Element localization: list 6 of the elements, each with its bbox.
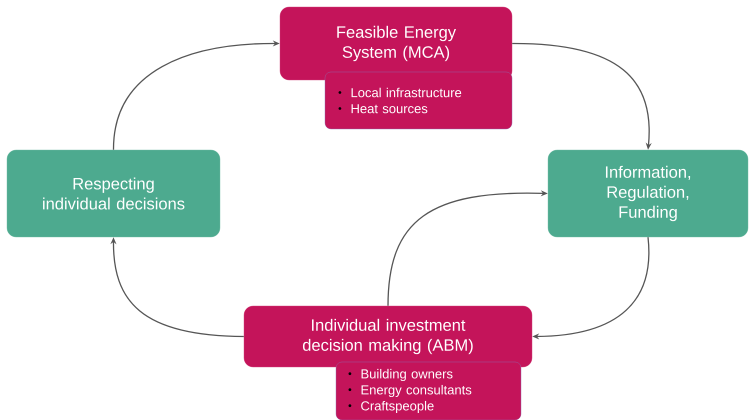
- bullet-list-box: Building owners Energy consultants Craftspeople: [336, 362, 522, 420]
- process-box: Information, Regulation, Funding: [548, 150, 748, 238]
- process-box: Individual investment decision making (ABM): [244, 306, 532, 368]
- process-box: Respecting individual decisions: [6, 150, 220, 238]
- process-box: Feasible Energy System (MCA): [280, 6, 512, 80]
- bullet-list-box: Local infrastructure Heat sources: [324, 72, 512, 130]
